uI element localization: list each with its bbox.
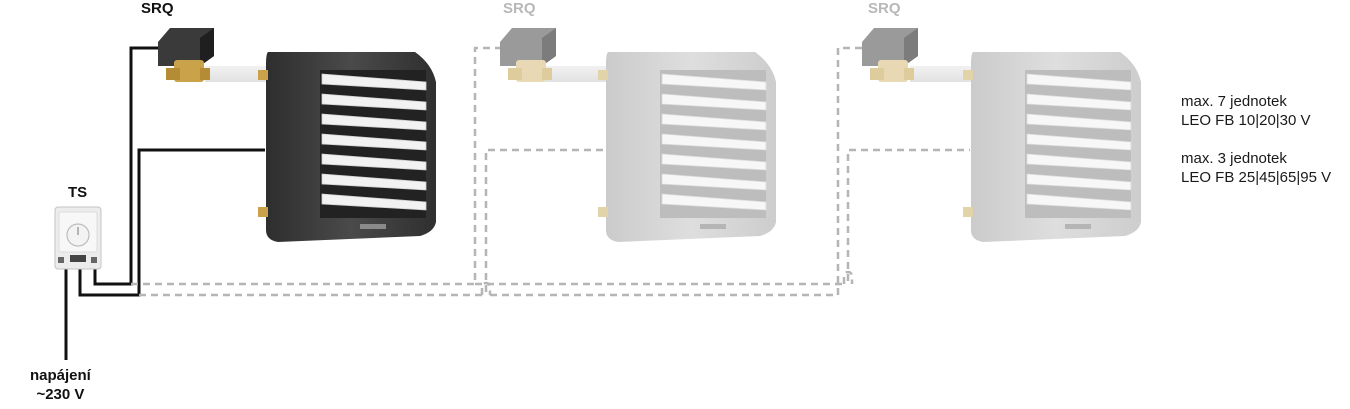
thermostat — [55, 207, 101, 269]
valve-label-3: SRQ — [868, 0, 901, 17]
valve-label-2: SRQ — [503, 0, 536, 17]
capacity-note-small-count: max. 7 jednotek — [1181, 92, 1331, 111]
wire-optional-units — [131, 48, 970, 295]
capacity-note-large: max. 3 jednotek LEO FB 25|45|65|95 V — [1181, 149, 1331, 187]
heater-unit-3 — [862, 28, 1141, 242]
valve-2 — [500, 28, 556, 82]
capacity-note-small: max. 7 jednotek LEO FB 10|20|30 V — [1181, 92, 1331, 130]
valve-label-main: SRQ — [141, 0, 174, 17]
capacity-note-large-count: max. 3 jednotek — [1181, 149, 1331, 168]
valve-main — [158, 28, 214, 82]
thermostat-label: TS — [68, 184, 87, 201]
power-supply-label: napájení ~230 V — [30, 366, 91, 404]
wire-to-main-heater — [80, 150, 265, 295]
power-supply-line1: napájení — [30, 366, 91, 385]
heater-unit-2 — [500, 28, 776, 242]
power-supply-line2: ~230 V — [30, 385, 91, 404]
wire-to-main-valve — [95, 48, 158, 284]
capacity-note-large-models: LEO FB 25|45|65|95 V — [1181, 168, 1331, 187]
capacity-notes: max. 7 jednotek LEO FB 10|20|30 V max. 3… — [1181, 92, 1331, 206]
capacity-note-small-models: LEO FB 10|20|30 V — [1181, 111, 1331, 130]
valve-3 — [862, 28, 918, 82]
heater-unit-main — [158, 28, 436, 242]
